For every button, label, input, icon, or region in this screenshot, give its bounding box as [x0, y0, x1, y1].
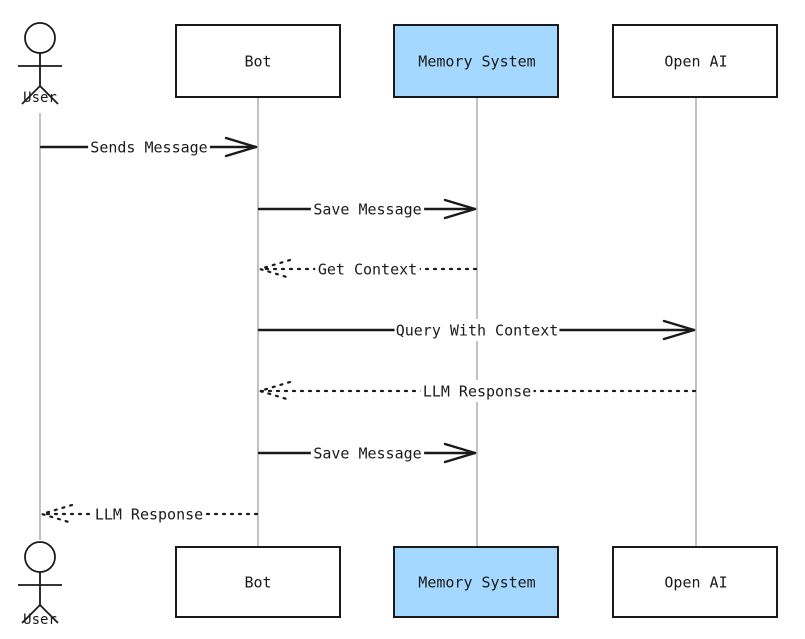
- participant-label: Memory System: [418, 53, 535, 71]
- message-1: Sends Message: [39, 136, 258, 158]
- participant-openai-bottom: Open AI: [612, 546, 778, 618]
- actor-user-bottom: User: [18, 541, 62, 628]
- participant-box: [393, 546, 559, 618]
- participant-label: Bot: [244, 574, 271, 592]
- arrowhead-solid: [443, 442, 477, 464]
- arrowhead-solid: [662, 319, 696, 341]
- message-label: LLM Response: [95, 506, 203, 524]
- participant-label: Bot: [244, 53, 271, 71]
- message-label: LLM Response: [423, 383, 531, 401]
- message-2: Save Message: [257, 198, 477, 220]
- actor-left-leg: [21, 85, 41, 105]
- participant-box: [175, 546, 341, 618]
- participant-openai-top: Open AI: [612, 24, 778, 98]
- participant-memory-top: Memory System: [393, 24, 559, 98]
- participant-label: Open AI: [664, 574, 727, 592]
- message-label: Sends Message: [90, 139, 207, 157]
- participant-box: [393, 24, 559, 98]
- participant-bot-bottom: Bot: [175, 546, 341, 618]
- participant-box: [175, 24, 341, 98]
- participant-box: [612, 546, 778, 618]
- arrowhead-dotted: [256, 258, 292, 280]
- participant-box: [612, 24, 778, 98]
- actor-right-leg: [39, 604, 59, 624]
- message-label-bg: [310, 442, 425, 464]
- message-4: Query With Context: [257, 319, 696, 341]
- participant-memory-bottom: Memory System: [393, 546, 559, 618]
- message-label-bg: [310, 198, 425, 220]
- message-3: Get Context: [256, 258, 478, 280]
- participant-label: Memory System: [418, 574, 535, 592]
- message-6: Save Message: [257, 442, 477, 464]
- message-label: Get Context: [318, 261, 417, 279]
- actor-label: User: [23, 612, 57, 628]
- actor-right-leg: [39, 85, 59, 105]
- actor-left-leg: [21, 604, 41, 624]
- message-label-bg: [394, 319, 560, 341]
- participant-label: Open AI: [664, 53, 727, 71]
- arrowhead-solid: [443, 198, 477, 220]
- message-label-bg: [420, 380, 534, 402]
- message-5: LLM Response: [256, 380, 697, 402]
- message-label: Query With Context: [396, 322, 559, 340]
- participant-bot-top: Bot: [175, 24, 341, 98]
- actor-head: [24, 541, 56, 573]
- message-label-bg: [92, 503, 206, 525]
- actor-label: User: [23, 90, 57, 106]
- participants-bottom: User Bot Memory System Open AI: [18, 541, 778, 628]
- participants-top: User Bot Memory System Open AI: [18, 22, 778, 106]
- arrowhead-solid: [224, 136, 258, 158]
- message-7: LLM Response: [38, 503, 259, 525]
- arrowhead-dotted: [38, 503, 74, 525]
- actor-user-top: User: [18, 22, 62, 106]
- message-label-bg: [88, 136, 210, 158]
- actor-head: [24, 22, 56, 54]
- message-label: Save Message: [313, 201, 421, 219]
- lifelines: [39, 97, 697, 547]
- message-label-bg: [315, 258, 420, 280]
- arrowhead-dotted: [256, 380, 292, 402]
- message-label: Save Message: [313, 445, 421, 463]
